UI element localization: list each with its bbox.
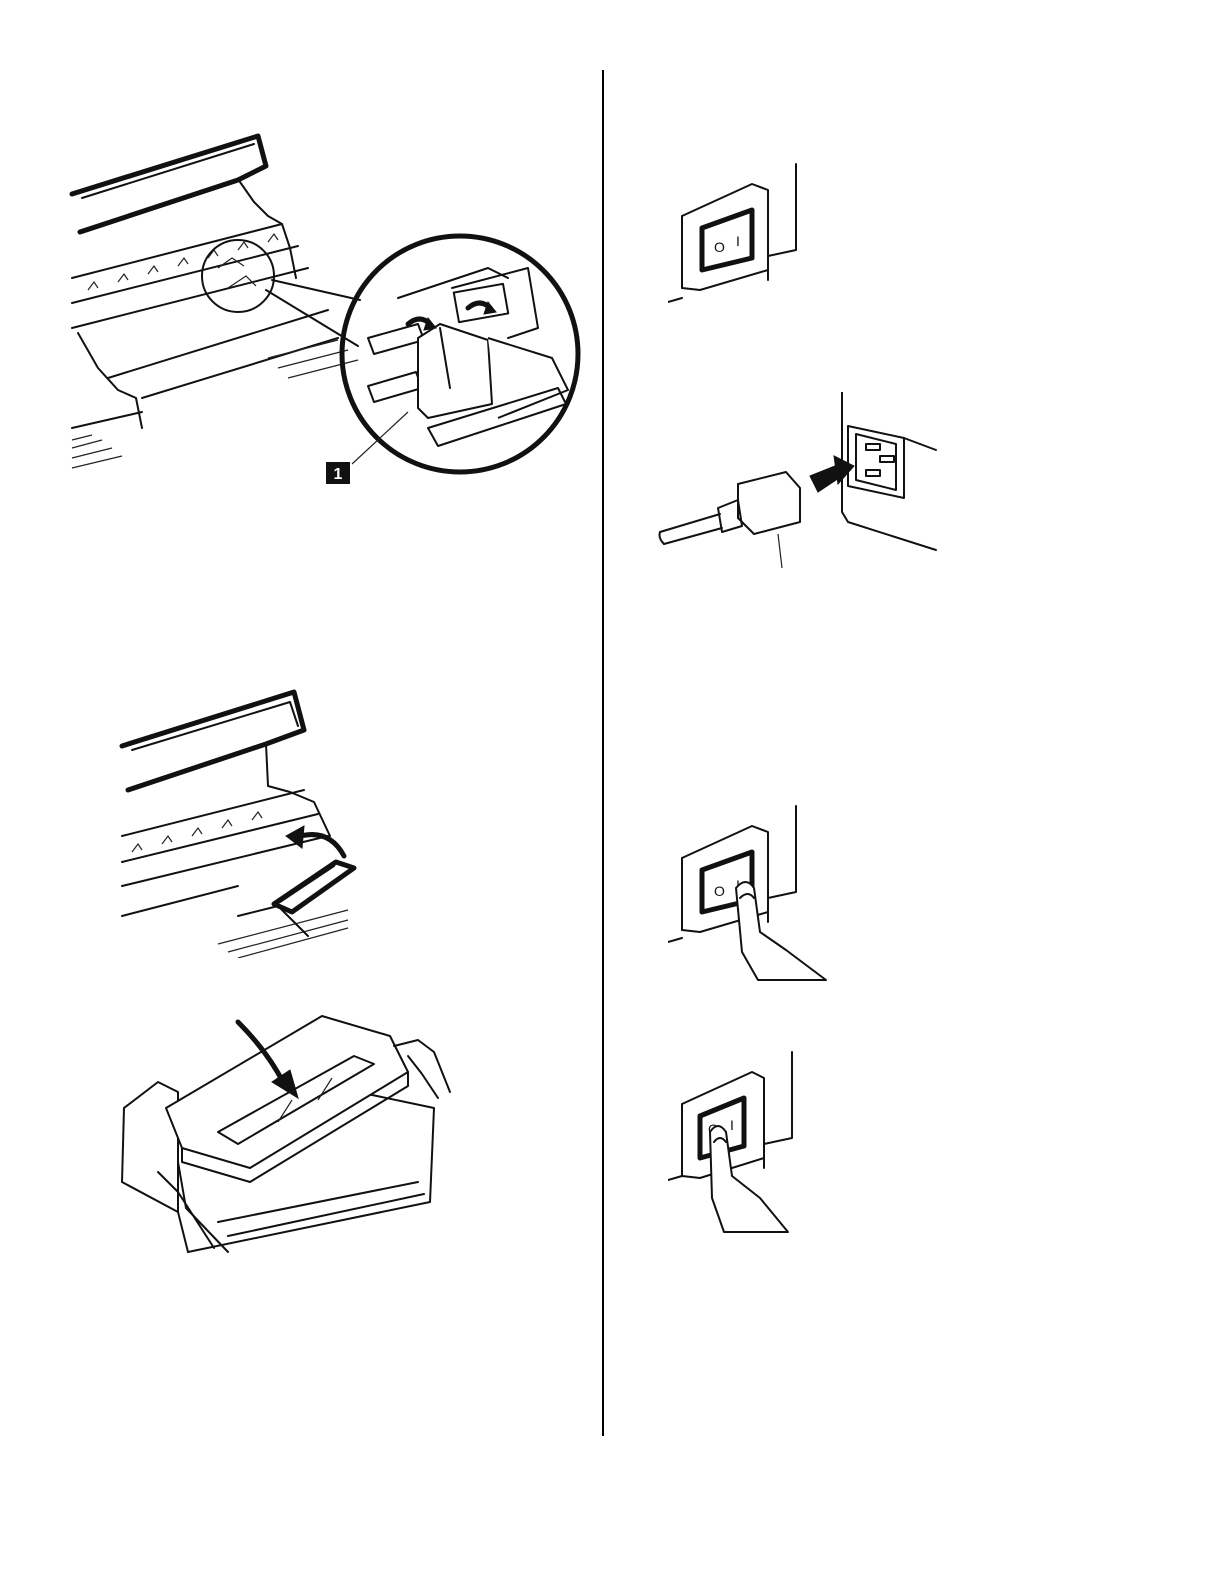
cover-close-illustration	[118, 1012, 454, 1260]
switch-press-on-illustration: O I	[668, 802, 828, 982]
switch-on-symbol: I	[736, 233, 740, 249]
switch-on-off-symbol: O	[714, 883, 725, 899]
power-cord-illustration	[658, 392, 938, 568]
switch-press-off-illustration: O I	[668, 1048, 798, 1234]
callout-number-1: 1	[334, 466, 343, 483]
switch-off-symbol: O	[714, 239, 725, 255]
column-divider	[602, 70, 604, 1436]
power-switch-illustration: O I	[668, 160, 806, 306]
ribbon-seat-illustration	[118, 686, 370, 958]
ribbon-install-illustration: 1	[68, 128, 583, 490]
switch-off-on-symbol: I	[730, 1117, 734, 1133]
